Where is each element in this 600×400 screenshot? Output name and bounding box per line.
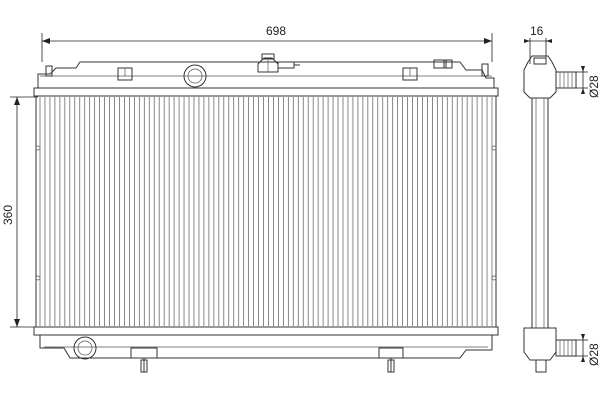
thickness-label: 16 — [530, 24, 544, 38]
filler-cap — [257, 53, 300, 73]
top-tank — [37, 53, 495, 88]
bottom-bracket-right — [378, 347, 404, 359]
bottom-bracket-left — [130, 347, 158, 359]
upper-diameter-dimension: Ø28 — [576, 66, 600, 98]
width-dimension: 698 — [41, 24, 493, 62]
lower-diameter-dimension: Ø28 — [576, 334, 600, 366]
side-view: 16 Ø28 — [523, 24, 600, 373]
upper-diameter-label: Ø28 — [587, 75, 600, 98]
side-core — [531, 97, 549, 329]
core-fins — [39, 97, 493, 326]
side-lower-pipe — [555, 339, 577, 357]
height-dimension: 360 — [0, 96, 38, 328]
bottom-tank — [39, 335, 493, 373]
outlet-pipe — [73, 336, 97, 360]
width-label: 698 — [266, 24, 286, 38]
inlet-pipe — [183, 64, 207, 88]
lower-diameter-label: Ø28 — [587, 343, 600, 366]
height-label: 360 — [1, 205, 15, 225]
bottom-header-plate — [33, 326, 499, 336]
side-upper-pipe — [555, 71, 577, 89]
top-header-plate — [33, 87, 499, 97]
radiator-core — [35, 95, 497, 328]
